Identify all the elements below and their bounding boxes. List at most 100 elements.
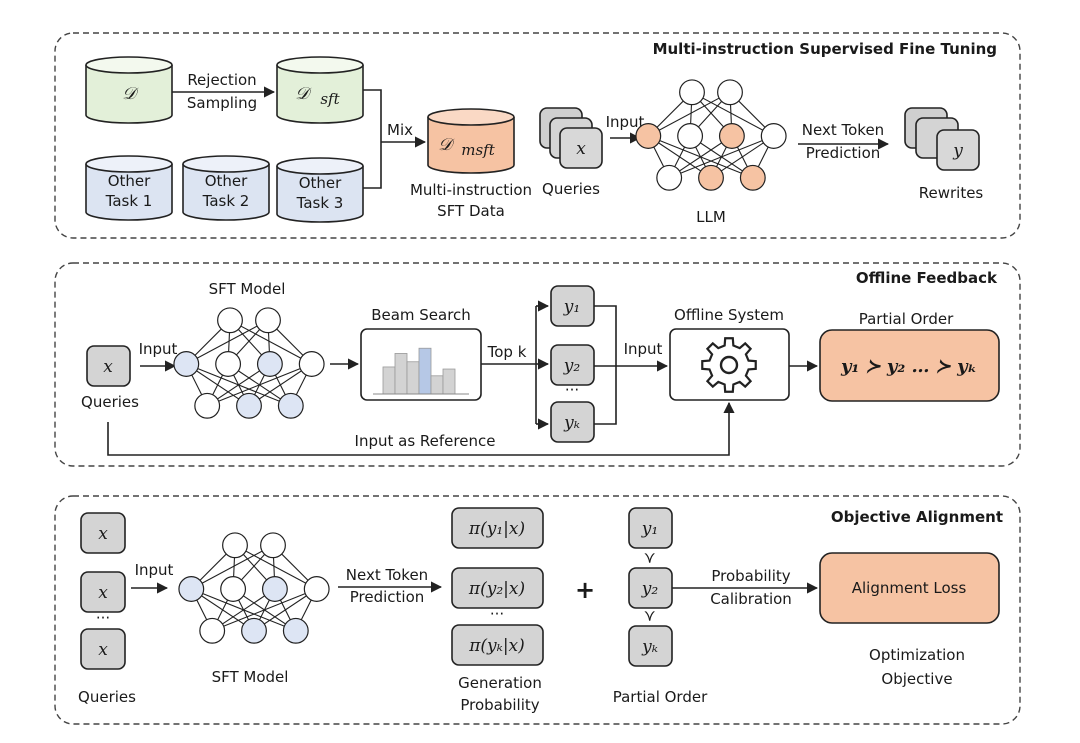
- other-task-2-line2: Task 2: [202, 192, 250, 210]
- rewrites-label: Rewrites: [919, 184, 984, 202]
- ntp-label-2: Prediction: [806, 144, 881, 162]
- section-title: Offline Feedback: [856, 269, 998, 287]
- input-label: Input: [606, 113, 645, 131]
- sft-model-label: SFT Model: [212, 668, 289, 686]
- partial-order-label: Partial Order: [613, 688, 708, 706]
- beam-histogram: [382, 347, 456, 395]
- partial-order-box: [819, 329, 1000, 402]
- plus-sign: +: [575, 576, 595, 604]
- candidates-merge: [594, 305, 617, 425]
- gen-prob-label-1: Generation: [458, 674, 542, 692]
- network-node: [241, 617, 267, 644]
- dataset-d-sft-subscript: sft: [320, 90, 340, 108]
- objective-label-1: Optimization: [869, 646, 965, 664]
- query-box-2: [80, 571, 126, 613]
- network-node: [236, 392, 262, 419]
- partial-order-expression: y₁ ≻ y₂ … ≻ yₖ: [840, 356, 977, 377]
- queries-label: Queries: [542, 180, 600, 198]
- network-node: [303, 576, 330, 602]
- network-edge: [191, 544, 274, 590]
- alignment-loss-label: Alignment Loss: [852, 579, 967, 597]
- query-box-3: [80, 628, 126, 670]
- network-edge: [691, 91, 774, 137]
- network-node: [261, 576, 288, 602]
- section-title: Objective Alignment: [831, 508, 1003, 526]
- beam-bar: [418, 347, 432, 395]
- rejection-label-2: Sampling: [187, 94, 257, 112]
- section-objective-alignment: Objective Alignment x x ··· x Queries In…: [54, 495, 1021, 725]
- dataset-other-task-3: Other Task 3: [276, 157, 364, 223]
- order-box-k: [628, 625, 673, 667]
- sft-model-network: [178, 532, 330, 644]
- other-task-3-line1: Other: [299, 174, 342, 192]
- order-2: y₂: [641, 579, 659, 599]
- llm-label: LLM: [696, 208, 726, 226]
- topk-label: Top k: [487, 343, 527, 361]
- network-node: [717, 79, 743, 106]
- query-3: x: [98, 640, 108, 660]
- prob-k: π(yₖ|x): [468, 636, 525, 656]
- rejection-label-1: Rejection: [187, 71, 256, 89]
- succ-symbol-2: ≻: [641, 610, 659, 623]
- prob-box-1: [451, 507, 544, 549]
- query-symbol: x: [103, 357, 113, 377]
- succ-symbol-1: ≻: [641, 552, 659, 565]
- network-node: [222, 532, 248, 559]
- alignment-loss-box: [819, 552, 1000, 624]
- dataset-other-task-1: Other Task 1: [85, 155, 173, 221]
- beam-bar: [442, 368, 456, 395]
- network-node: [260, 532, 286, 559]
- query-symbol: x: [576, 139, 586, 159]
- network-node: [173, 351, 200, 377]
- dataset-d-sft: 𝒟 sft: [276, 56, 364, 124]
- mix-label: Mix: [387, 121, 413, 139]
- section-frame: [54, 495, 1021, 725]
- sft-model-label: SFT Model: [209, 280, 286, 298]
- network-edge: [211, 588, 317, 632]
- other-task-3-line2: Task 3: [296, 194, 344, 212]
- network-node: [698, 164, 724, 191]
- network-edge: [206, 363, 312, 407]
- dataset-d: 𝒟: [85, 56, 173, 124]
- order-k: yₖ: [641, 637, 658, 657]
- query-ellipsis: ···: [96, 609, 110, 627]
- prob-box-k: [451, 624, 544, 666]
- prob-1: π(y₁|x): [468, 519, 525, 539]
- input-label: Input: [135, 561, 174, 579]
- offline-system-box: [669, 328, 790, 401]
- dataset-d-msft-label: 𝒟: [438, 135, 455, 155]
- query-box-1: [80, 512, 126, 554]
- network-node: [199, 617, 226, 644]
- candidate-box-k: [550, 401, 595, 443]
- network-node: [677, 123, 704, 149]
- beam-bar: [430, 375, 444, 395]
- llm-network: [635, 79, 787, 191]
- candidate-box-2: [550, 344, 595, 386]
- order-box-1: [628, 507, 673, 549]
- beam-bar: [382, 366, 396, 395]
- network-node: [635, 123, 662, 149]
- network-node: [656, 164, 683, 191]
- rewrite-symbol: y: [952, 141, 963, 161]
- network-node: [739, 164, 766, 191]
- other-task-2-line1: Other: [205, 172, 248, 190]
- network-node: [282, 617, 309, 644]
- prob-ellipsis: ···: [490, 605, 504, 623]
- other-task-1-line1: Other: [108, 172, 151, 190]
- sft-model-network: [173, 307, 325, 419]
- input-label: Input: [139, 340, 178, 358]
- gen-prob-label-2: Probability: [460, 696, 539, 714]
- candidate-k: yₖ: [563, 413, 580, 433]
- reference-arrow: [107, 401, 735, 456]
- dataset-d-label: 𝒟: [122, 84, 139, 104]
- calibration-label-2: Calibration: [710, 590, 792, 608]
- other-task-1-line2: Task 1: [105, 192, 153, 210]
- network-node: [679, 79, 705, 106]
- network-node: [215, 351, 242, 377]
- candidate-2: y₂: [563, 356, 581, 376]
- network-node: [718, 123, 745, 149]
- network-edge: [186, 319, 269, 365]
- queries-label: Queries: [78, 688, 136, 706]
- mix-bracket: [363, 89, 382, 189]
